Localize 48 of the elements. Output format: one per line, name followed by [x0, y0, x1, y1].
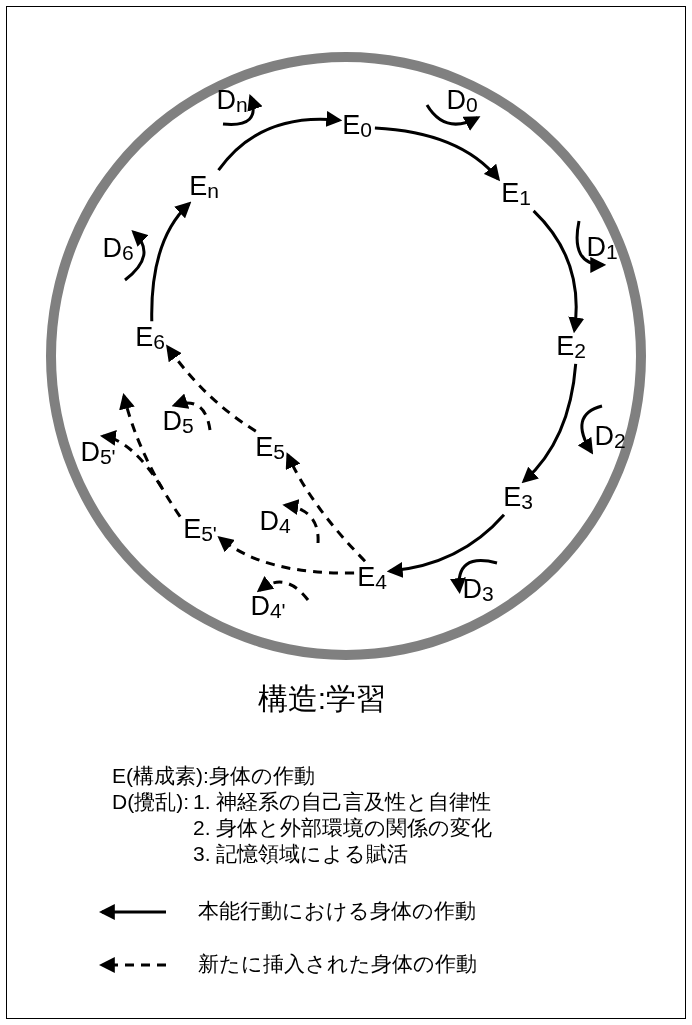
definition-text: D(攪乱):: [112, 791, 189, 812]
element-label: E$_{0}$: [342, 112, 372, 140]
element-label: E$_{1}$: [501, 180, 531, 208]
dashed-arrow: [256, 576, 310, 601]
arrow: [217, 111, 343, 172]
definition-text: E(構成素):身体の作動: [112, 765, 315, 786]
element-label: D$_{1}$: [586, 234, 618, 262]
dashed-arrow: [119, 392, 182, 518]
dashed-arrow: [99, 430, 164, 489]
legend-text: 新たに挿入された身体の作動: [198, 953, 477, 974]
element-label: D$_{6}$: [102, 235, 134, 263]
dashed-arrow: [286, 452, 367, 563]
element-label: D$_{4'}$: [250, 593, 286, 621]
definition-text: 3. 記憶領域による賦活: [193, 843, 409, 864]
element-label: E$_{3}$: [503, 484, 533, 512]
element-label: E$_{4}$: [357, 564, 387, 592]
arrow: [575, 220, 607, 273]
element-label: D$_{0}$: [446, 87, 478, 115]
arrow: [386, 513, 506, 578]
arrow: [450, 559, 498, 595]
arrow: [532, 209, 584, 334]
legend-text: 本能行動における身体の作動: [198, 900, 476, 921]
element-label: D$_{5'}$: [80, 439, 116, 467]
arrow: [374, 126, 501, 182]
element-label: D$_{4}$: [259, 508, 291, 536]
dashed-arrow: [282, 499, 320, 544]
definition-text: 2. 身体と外部環境の関係の変化: [193, 817, 493, 838]
arrow: [124, 229, 149, 282]
dashed-arrow: [217, 536, 355, 575]
arrow: [578, 404, 603, 455]
element-label: D$_{5}$: [162, 408, 194, 436]
arrow: [521, 363, 578, 484]
element-label: E$_{6}$: [135, 324, 165, 352]
title: 構造:学習: [257, 684, 387, 714]
element-label: E$_{5}$: [255, 434, 285, 462]
arrow: [150, 201, 192, 322]
dashed-arrow: [166, 344, 257, 433]
element-label: D$_{3}$: [462, 576, 494, 604]
element-label: D$_{n}$: [216, 87, 248, 115]
arrow: [222, 93, 263, 126]
ring: [46, 52, 646, 660]
dashed-arrow: [171, 394, 212, 431]
definition-text: 1. 神経系の自己言及性と自律性: [193, 791, 492, 812]
element-label: E$_{2}$: [556, 333, 586, 361]
arrow: [425, 104, 481, 131]
element-label: D$_{2}$: [594, 423, 626, 451]
element-label: E$_{n}$: [189, 173, 219, 201]
element-label: E$_{5'}$: [183, 516, 217, 544]
